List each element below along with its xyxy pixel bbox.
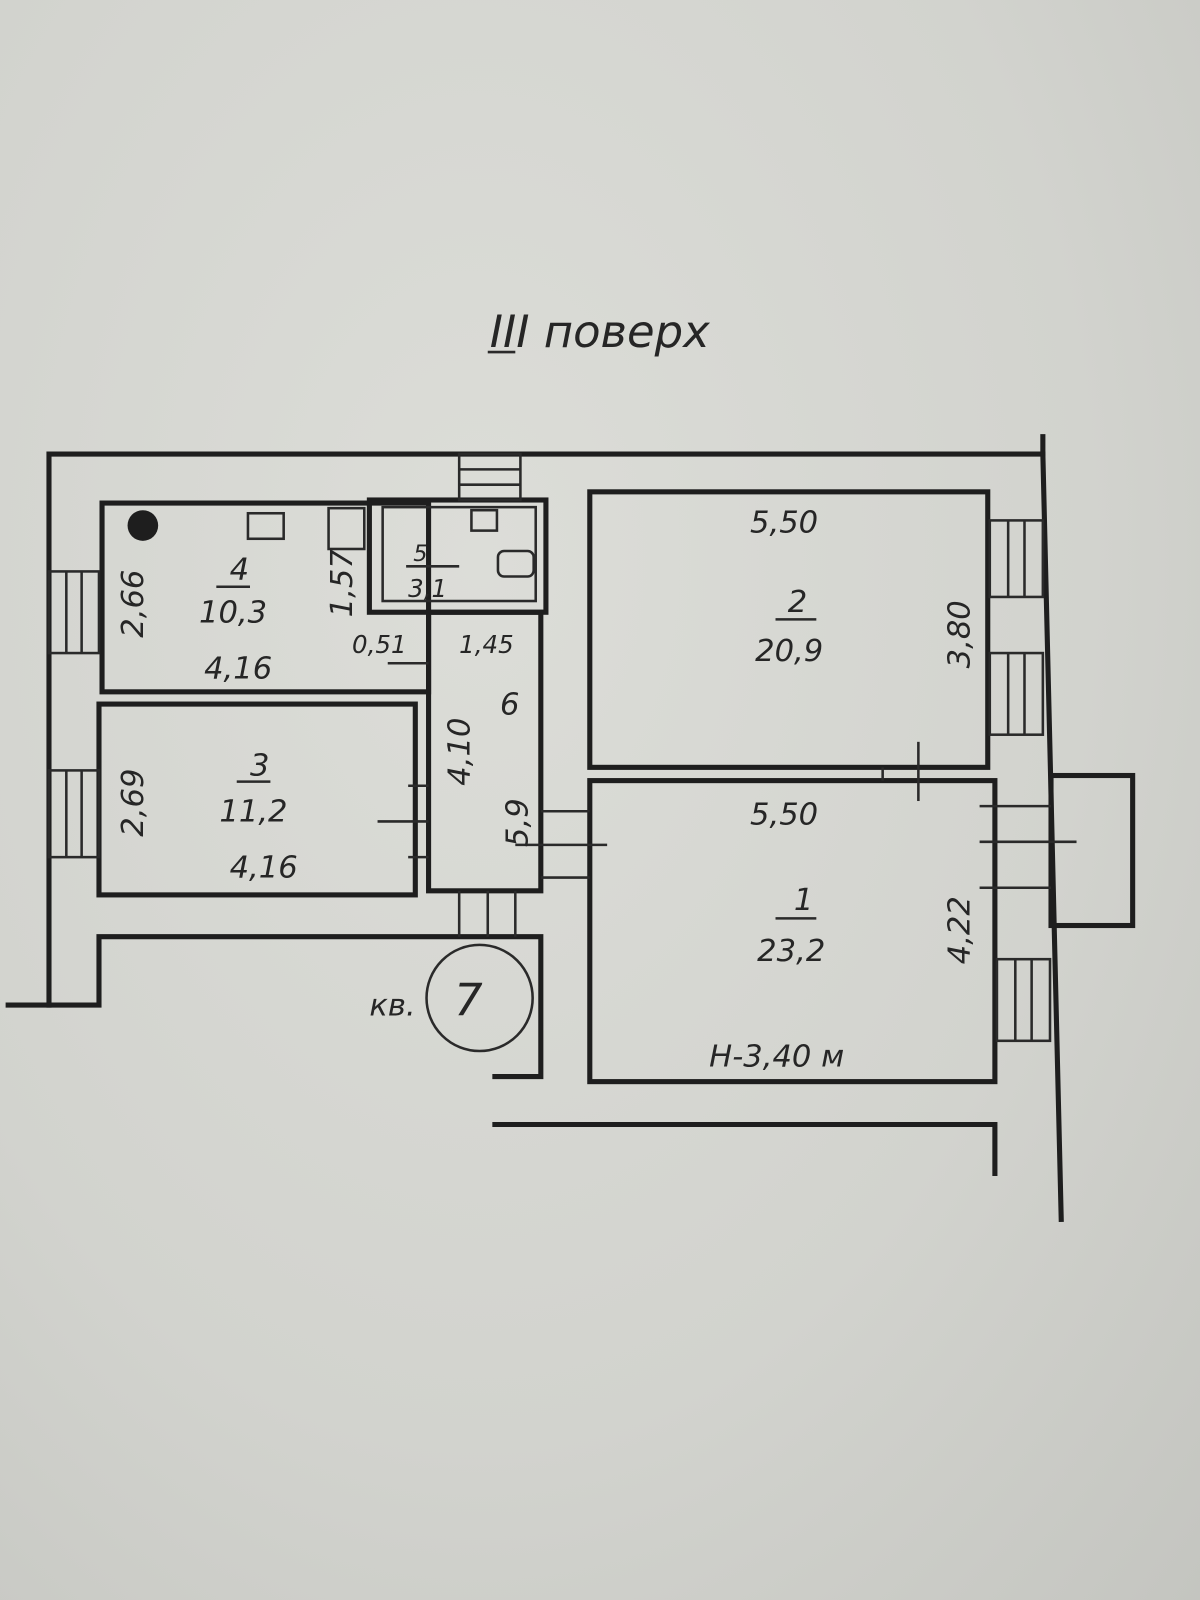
room-1: 5,50 1 23,2 4,22 Н-3,40 м bbox=[709, 797, 977, 1074]
room-area: 5,9 bbox=[501, 798, 536, 847]
apartment-number: 7 bbox=[454, 973, 483, 1026]
room-number: 3 bbox=[250, 749, 269, 784]
room-width: 1,45 bbox=[459, 630, 513, 659]
room-number: 1 bbox=[794, 883, 813, 918]
room-width: 5,50 bbox=[750, 506, 818, 541]
room-5-width: 1,57 bbox=[325, 549, 360, 618]
apartment-label: кв. bbox=[369, 988, 415, 1023]
room-width: 5,50 bbox=[750, 797, 818, 832]
doors bbox=[377, 661, 1077, 937]
room-area: 3,1 bbox=[408, 574, 447, 603]
room-2: 5,50 2 20,9 3,80 bbox=[750, 506, 977, 670]
room-2-walls bbox=[587, 489, 991, 770]
windows bbox=[47, 452, 1052, 1043]
room-number: 4 bbox=[230, 553, 249, 588]
balcony bbox=[1048, 772, 1136, 929]
room-area: 11,2 bbox=[219, 794, 287, 829]
room-length: 3,80 bbox=[942, 600, 977, 668]
room-length: 4,22 bbox=[942, 896, 977, 964]
room-4: 4 10,3 4,16 2,66 bbox=[116, 553, 272, 687]
floor-title: III поверх bbox=[490, 305, 710, 358]
room-5-bathroom-walls bbox=[366, 497, 549, 615]
room-number: 2 bbox=[788, 585, 807, 620]
ventilation-icon bbox=[327, 506, 366, 551]
room-6: 0,51 1,45 4,10 6 5,9 bbox=[352, 630, 536, 847]
room-offset: 0,51 bbox=[352, 630, 406, 659]
room-4-walls bbox=[99, 500, 432, 695]
toilet-icon bbox=[496, 549, 535, 578]
room-number: 6 bbox=[500, 687, 519, 722]
apartment-marker: кв. 7 bbox=[369, 943, 534, 1053]
room-area: 10,3 bbox=[199, 595, 267, 630]
stove-icon bbox=[127, 510, 159, 541]
room-width: 4,16 bbox=[204, 652, 272, 687]
room-5: 5 3,1 bbox=[406, 541, 460, 603]
room-length: 2,69 bbox=[116, 769, 151, 837]
washbasin-icon bbox=[470, 508, 499, 532]
room-1-walls bbox=[587, 778, 998, 1085]
room-area: 23,2 bbox=[757, 934, 825, 969]
room-width: 4,16 bbox=[230, 851, 298, 886]
ceiling-height: Н-3,40 м bbox=[709, 1039, 844, 1074]
room-number: 5 bbox=[413, 541, 427, 567]
room-3: 3 11,2 4,16 2,69 bbox=[116, 749, 298, 886]
room-area: 20,9 bbox=[755, 634, 823, 669]
room-length: 2,66 bbox=[116, 570, 151, 638]
bathroom-inner bbox=[381, 505, 537, 603]
room-length: 4,10 bbox=[442, 718, 477, 786]
sink-icon bbox=[246, 511, 285, 541]
